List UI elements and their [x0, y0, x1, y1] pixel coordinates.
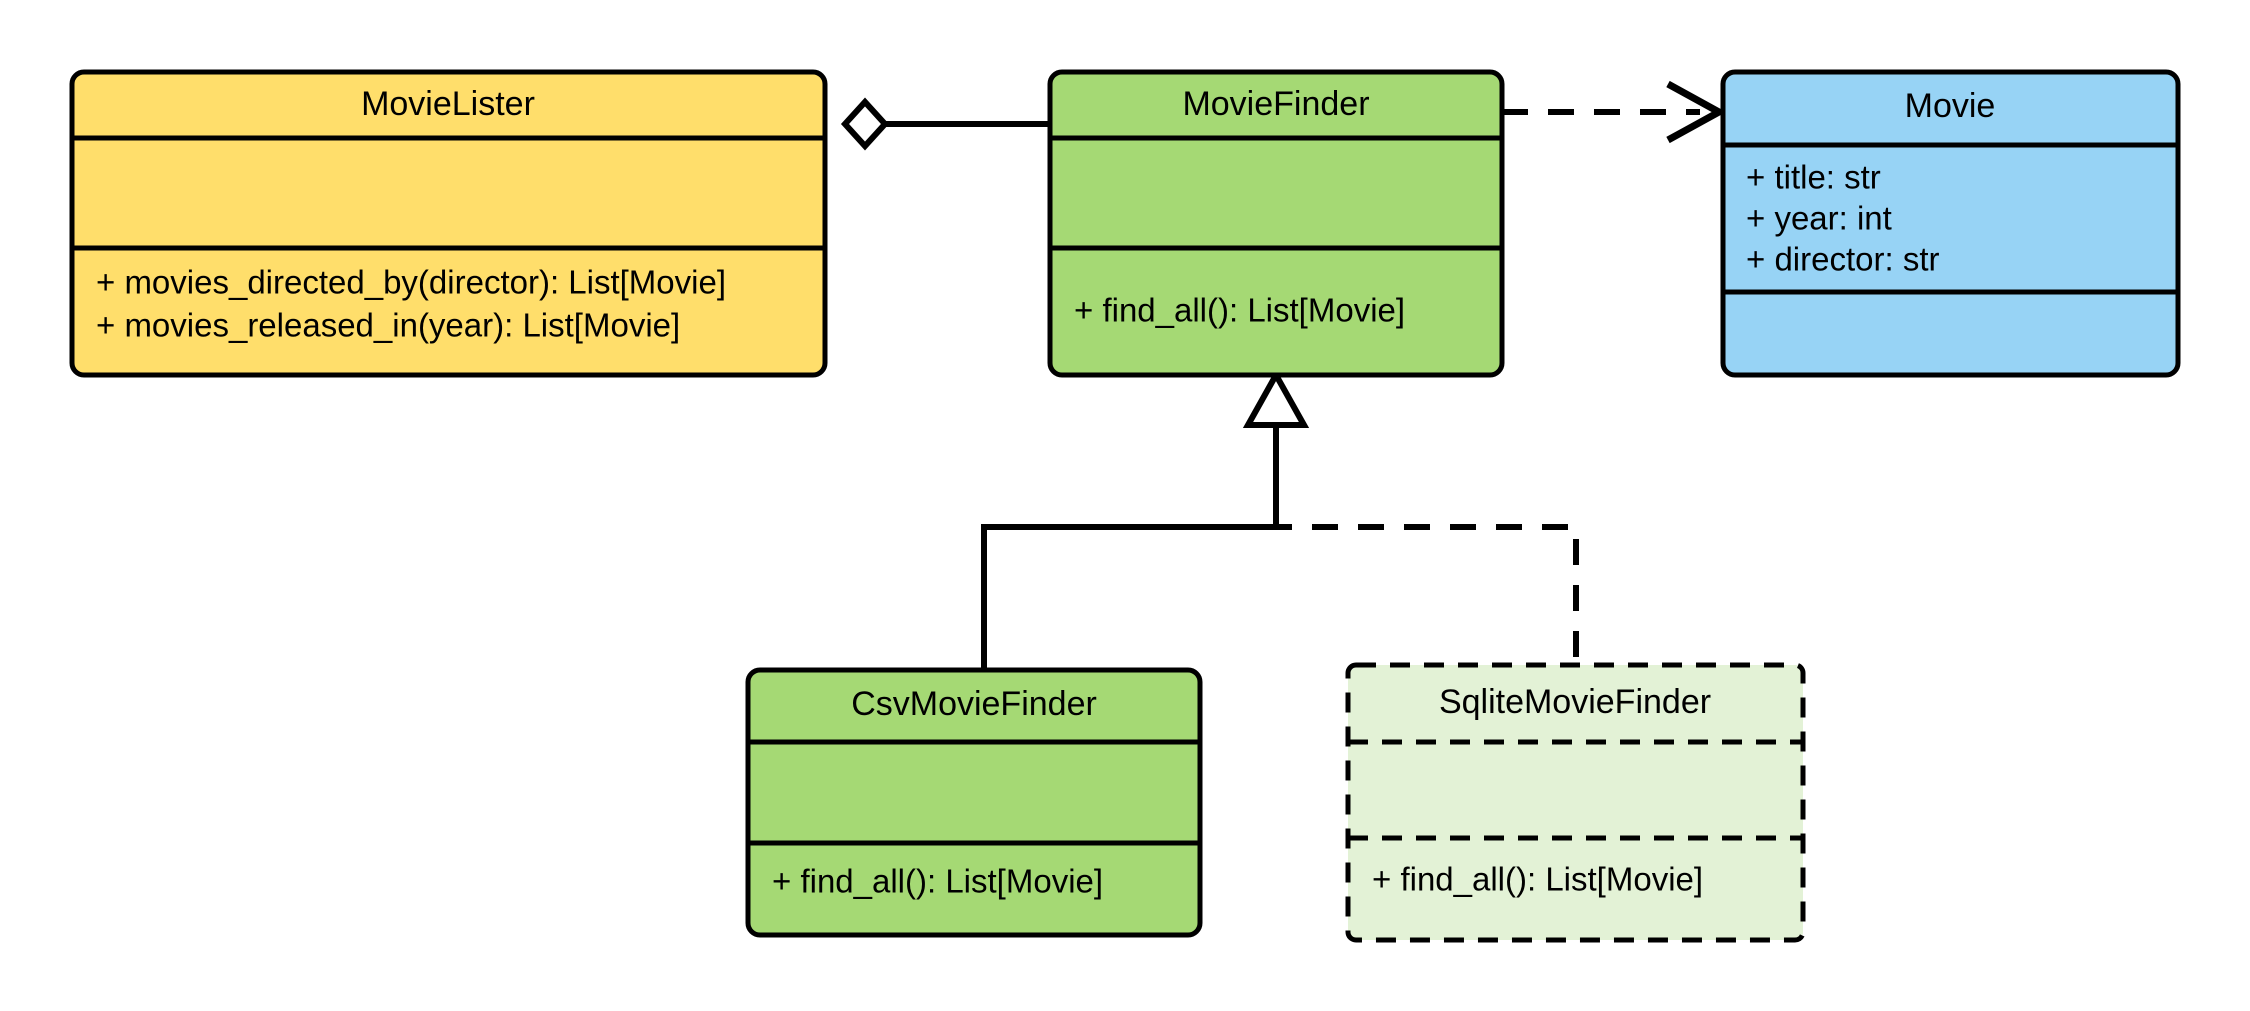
- inheritance-line-sqlite: [1273, 425, 1579, 665]
- csv-movie-finder-title: CsvMovieFinder: [851, 685, 1097, 723]
- movie-attribute-1: + year: int: [1746, 200, 1892, 237]
- open-arrow-icon: [1666, 80, 1727, 144]
- relationship-inheritance-sqlite-finder[interactable]: [1273, 425, 1579, 665]
- movie-finder-method-0: + find_all(): List[Movie]: [1074, 292, 1405, 329]
- sqlite-movie-finder-method-0: + find_all(): List[Movie]: [1372, 861, 1703, 898]
- relationship-inheritance-csv-finder[interactable]: [981, 425, 1279, 670]
- movie-attribute-2: + director: str: [1746, 241, 1939, 278]
- csv-movie-finder-method-0: + find_all(): List[Movie]: [772, 863, 1103, 900]
- movie-frame: [1720, 69, 2181, 378]
- class-box-sqlite-movie-finder[interactable]: SqliteMovieFinder + find_all(): List[Mov…: [1345, 662, 1806, 943]
- hollow-triangle-icon: [1242, 368, 1310, 428]
- movie-attribute-0: + title: str: [1746, 159, 1881, 196]
- movie-title: Movie: [1905, 87, 1996, 125]
- hollow-diamond-icon: [840, 97, 890, 151]
- movie-lister-method-1: + movies_released_in(year): List[Movie]: [96, 307, 680, 344]
- inheritance-line-csv: [981, 425, 1279, 670]
- class-box-csv-movie-finder[interactable]: CsvMovieFinder + find_all(): List[Movie]: [745, 667, 1203, 938]
- class-box-movie[interactable]: Movie + title: str + year: int + directo…: [1720, 69, 2181, 378]
- movie-finder-title: MovieFinder: [1182, 85, 1369, 123]
- class-box-movie-finder[interactable]: MovieFinder + find_all(): List[Movie]: [1047, 69, 1505, 378]
- relationship-dependency-finder-movie[interactable]: [1502, 80, 1727, 144]
- sqlite-movie-finder-frame: [1345, 662, 1806, 943]
- movie-lister-method-0: + movies_directed_by(director): List[Mov…: [96, 264, 726, 301]
- movie-lister-frame: [69, 69, 828, 378]
- sqlite-movie-finder-title: SqliteMovieFinder: [1439, 683, 1711, 721]
- movie-lister-title: MovieLister: [361, 85, 535, 123]
- movie-finder-frame: [1047, 69, 1505, 378]
- class-box-movie-lister[interactable]: MovieLister + movies_directed_by(directo…: [69, 69, 828, 378]
- relationship-aggregation-lister-finder[interactable]: [840, 97, 1050, 151]
- csv-movie-finder-frame: [745, 667, 1203, 938]
